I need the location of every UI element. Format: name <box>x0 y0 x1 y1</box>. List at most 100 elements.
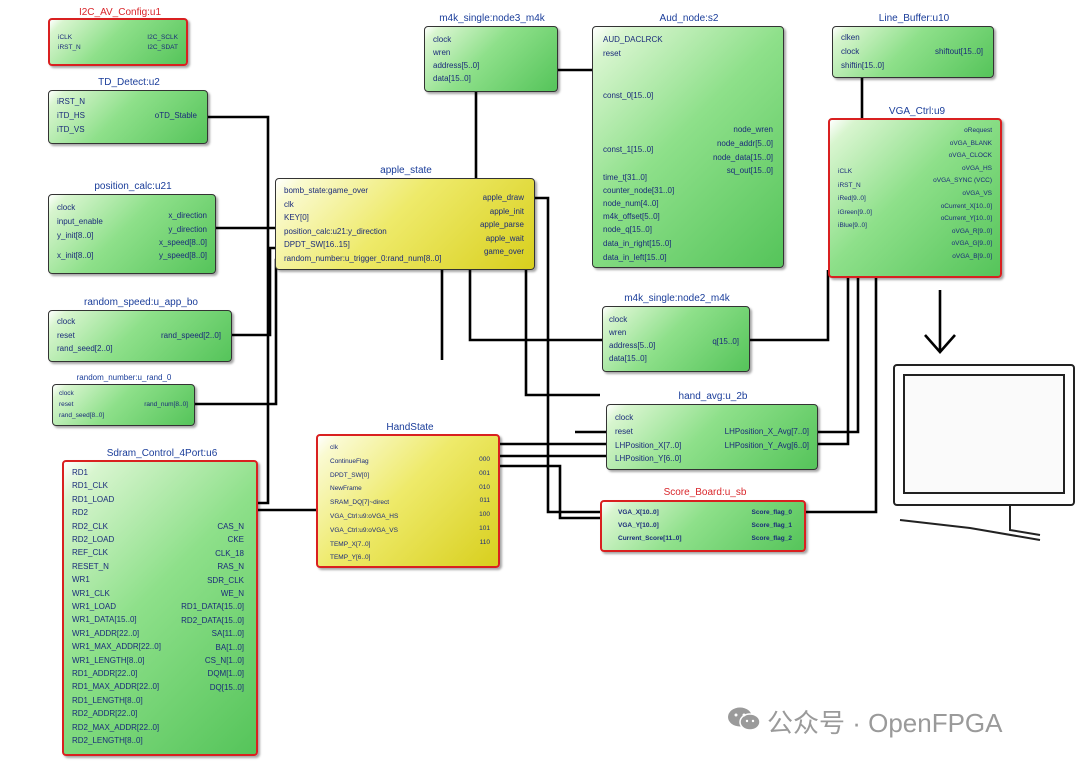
hand-in-port: SRAM_DQ[7]~direct <box>330 499 390 507</box>
sdram-in-port: RD2_LENGTH[8..0] <box>72 736 143 745</box>
sdram-in-port: WR1_LOAD <box>72 602 117 611</box>
sdram-out-port: CAS_N <box>217 522 244 531</box>
hand-out-port: 100 <box>479 511 490 519</box>
watermark: 公众号 · OpenFPGA <box>767 708 1003 738</box>
vga-in-port: iCLK <box>838 168 853 175</box>
aud-in-port: data_in_left[15..0] <box>603 253 667 262</box>
block-hand-avg: hand_avg:u_2b clock reset LHPosition_X[7… <box>606 391 818 470</box>
hand-out-port: 010 <box>479 483 490 491</box>
sdram-in-port: RD1_CLK <box>72 481 109 491</box>
apple-out-port: apple_parse <box>479 220 524 229</box>
vga-out-port: oVGA_B[9..0] <box>952 253 992 260</box>
block-random-speed: random_speed:u_app_bo clock reset rand_s… <box>48 297 232 362</box>
aud-in-port: reset <box>603 49 621 58</box>
sdram-out-port: CS_N[1..0] <box>204 656 244 665</box>
sdram-out-port: RD2_DATA[15..0] <box>181 615 244 625</box>
sdram-in-port: RD2_MAX_ADDR[22..0] <box>72 722 160 732</box>
vga-out-port: oVGA_VS <box>962 190 992 197</box>
block-m4k-node3: m4k_single:node3_m4k clock wren address[… <box>424 13 558 92</box>
sdram-in-port: RD1_MAX_ADDR[22..0] <box>72 682 160 692</box>
aud-in-port: time_t[31..0] <box>603 173 648 182</box>
aud-out-port: node_data[15..0] <box>712 153 773 162</box>
block-score-board: Score_Board:u_sb VGA_X[10..0] VGA_Y[10..… <box>600 487 806 552</box>
sdram-out-port: SA[11..0] <box>211 629 244 639</box>
hand-out-port: 110 <box>479 538 490 546</box>
aud-out-port: node_wren <box>733 125 773 134</box>
sdram-out-port: DQ[15..0] <box>209 682 244 692</box>
hand-in-port: TEMP_Y[6..0] <box>330 554 371 562</box>
block-i2c: I2C_AV_Config:u1 iCLK iRST_N I2C_SCLK I2… <box>48 7 188 66</box>
sdram-in-port: RD1_LOAD <box>72 494 115 504</box>
vga-out-port: oVGA_CLOCK <box>948 152 992 160</box>
sdram-in-port: RD2_CLK <box>72 521 109 531</box>
block-td-detect: TD_Detect:u2 iRST_N iTD_HS iTD_VS oTD_St… <box>48 77 208 144</box>
aud-out-port: node_addr[5..0] <box>716 139 773 148</box>
hand-out-port: 001 <box>479 469 490 477</box>
sdram-out-port: BA[1..0] <box>215 642 244 652</box>
block-random-number: random_number:u_rand_0 clock reset rand_… <box>52 373 195 426</box>
aud-in-port: node_num[4..0] <box>603 199 659 208</box>
hand-out-port: 011 <box>479 497 490 505</box>
monitor-icon <box>893 364 1075 541</box>
hand-out-port: 101 <box>479 525 490 532</box>
aud-in-port: m4k_offset[5..0] <box>603 212 660 221</box>
aud-in-port: node_q[15..0] <box>603 225 652 234</box>
hand-in-port: NewFrame <box>330 485 362 493</box>
vga-in-port: iRST_N <box>838 181 861 189</box>
block-position-calc: position_calc:u21 clock input_enable y_i… <box>48 181 216 274</box>
sdram-in-port: WR1_ADDR[22..0] <box>72 628 140 638</box>
sdram-out-port: DQM[1..0] <box>207 669 244 679</box>
aud-out-port: sq_out[15..0] <box>726 166 773 175</box>
block-m4k-node2: m4k_single:node2_m4k clock wren address[… <box>602 293 750 372</box>
apple-in-port: position_calc:u21:y_direction <box>284 226 387 236</box>
sdram-in-port: WR1_LENGTH[8..0] <box>72 655 145 665</box>
apple-out-port: apple_init <box>489 206 524 216</box>
apple-in-port: DPDT_SW[16..15] <box>284 240 350 249</box>
sdram-out-port: WE_N <box>220 589 244 598</box>
sdram-in-port: RD2_LOAD <box>72 535 115 544</box>
vga-in-port: iBlue[9..0] <box>838 222 867 229</box>
block-line-buffer: Line_Buffer:u10 clken clock shiftin[15..… <box>832 13 994 78</box>
vga-in-port: iRed[9..0] <box>838 195 866 202</box>
sdram-in-port: RD1_LENGTH[8..0] <box>72 695 143 705</box>
vga-out-port: oVGA_HS <box>962 164 992 172</box>
vga-out-port: oCurrent_X[10..0] <box>940 202 992 210</box>
sdram-in-port: REF_CLK <box>72 548 109 558</box>
sdram-out-port: RAS_N <box>217 562 244 572</box>
aud-in-port: data_in_right[15..0] <box>603 239 672 248</box>
sdram-in-port: WR1_MAX_ADDR[22..0] <box>72 642 161 652</box>
hand-in-port: ContinueFlag <box>330 457 369 465</box>
aud-in-port: AUD_DACLRCK <box>603 35 663 44</box>
aud-in-port: const_1[15..0] <box>603 145 654 154</box>
hand-in-port: clk <box>330 444 338 451</box>
sdram-in-port: RESET_N <box>72 561 109 571</box>
sdram-out-port: RD1_DATA[15..0] <box>181 602 244 612</box>
apple-in-port: clk <box>284 199 294 209</box>
hand-in-port: VGA_Ctrl:u9:oVGA_VS <box>330 526 398 534</box>
sdram-in-port: RD1 <box>72 468 89 477</box>
sdram-in-port: WR1_DATA[15..0] <box>72 615 137 625</box>
apple-in-port: bomb_state:game_over <box>284 186 369 195</box>
sdram-in-port: RD2_ADDR[22..0] <box>72 709 138 719</box>
vga-in-port: iGreen[9..0] <box>838 208 872 216</box>
vga-out-port: oVGA_R[9..0] <box>951 227 992 235</box>
apple-in-port: KEY[0] <box>284 213 309 222</box>
sdram-in-port: WR1_CLK <box>72 588 110 598</box>
apple-out-port: apple_draw <box>482 193 524 202</box>
sdram-in-port: RD2 <box>72 508 89 518</box>
vga-out-port: oVGA_G[9..0] <box>951 240 992 248</box>
wechat-logo-icon <box>728 707 761 731</box>
vga-out-port: oVGA_BLANK <box>949 139 992 147</box>
sdram-in-port: RD1_ADDR[22..0] <box>72 669 138 678</box>
hand-out-port: 000 <box>479 456 490 463</box>
vga-out-port: oRequest <box>964 127 992 134</box>
sdram-out-port: CKE <box>227 535 244 545</box>
hand-in-port: VGA_Ctrl:u9:oVGA_HS <box>330 513 399 520</box>
apple-in-port: random_number:u_trigger_0:rand_num[8..0] <box>284 253 442 263</box>
